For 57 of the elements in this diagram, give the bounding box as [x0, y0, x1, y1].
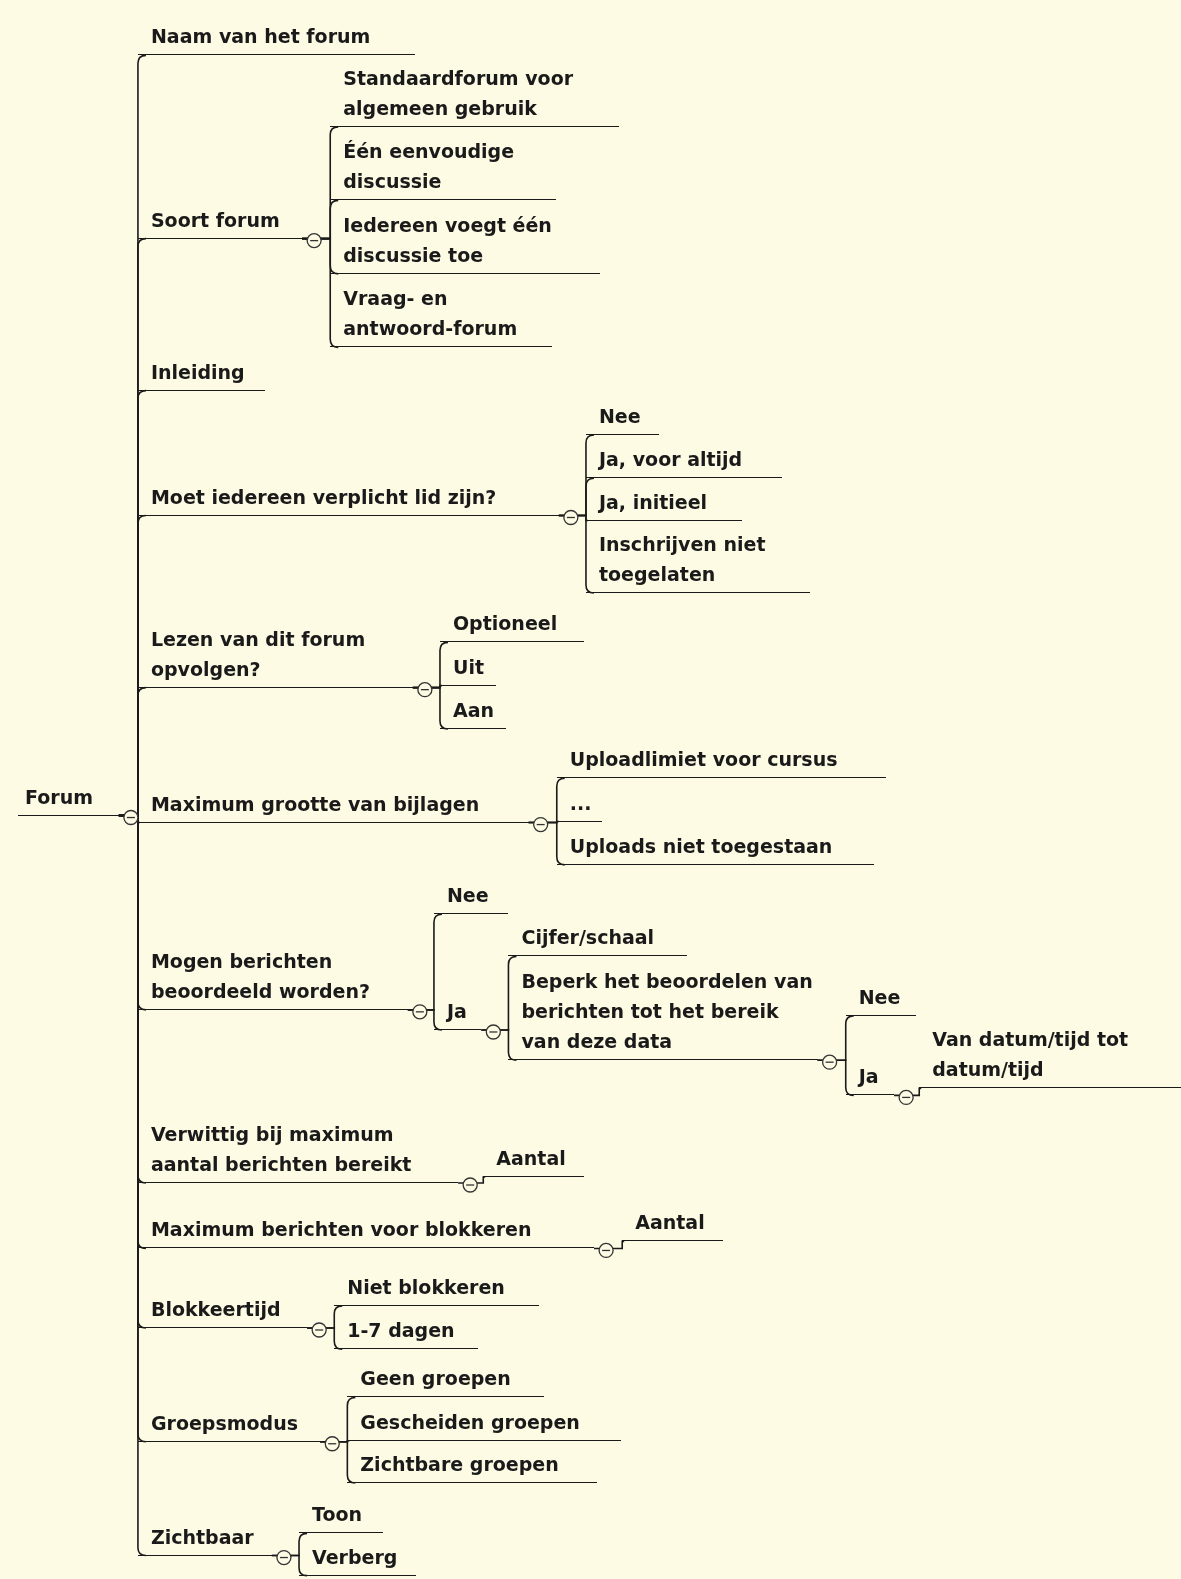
branch-line [527, 821, 566, 866]
topic-label: Gescheiden groepen [360, 1409, 581, 1435]
topic-label: Inschrijven niet toegelaten [598, 532, 767, 588]
topic-label: Verwittig bij maximum aantal berichten bereikt [150, 1122, 413, 1177]
branch-line [593, 1240, 625, 1250]
topic-label: Zichtbare groepen [360, 1452, 560, 1478]
branch-line [301, 237, 340, 349]
topic-label: Cijfer/schaal [521, 925, 656, 951]
topic-label: 1-7 dagen [347, 1318, 456, 1344]
topic-label: Niet blokkeren [347, 1274, 506, 1300]
topic-label: Groepsmodus [150, 1410, 300, 1436]
branch-line [457, 1176, 487, 1184]
topic-label: Maximum grootte van bijlagen [150, 791, 481, 817]
topic-label: Uit [452, 654, 485, 680]
branch-line [406, 1009, 443, 1031]
branch-line [306, 1327, 344, 1350]
branch-line [893, 1087, 923, 1097]
topic-label: Iedereen voegt één discussie toe [343, 212, 553, 268]
topic-label: Aantal [496, 1146, 567, 1171]
topic-label: Ja [858, 1064, 880, 1090]
branch-line [271, 1554, 308, 1577]
branch-line [816, 1059, 855, 1097]
topic-label: Van datum/tijd tot datum/tijd [932, 1027, 1130, 1083]
topic-label: Uploads niet toegestaan [569, 833, 834, 859]
topic-label: Beperk het beoordelen van berichten tot het bereik van deze data [521, 969, 814, 1055]
topic-label: Nee [446, 883, 490, 909]
topic-label: Ja, initieel [598, 489, 709, 515]
topic-label: Nee [858, 984, 902, 1010]
topic-label: Mogen berichten beoordeeld worden? [150, 948, 371, 1004]
topic-label: ... [569, 790, 593, 816]
topic-label: Vraag- en antwoord-forum [343, 286, 519, 342]
topic-label: Uploadlimiet voor cursus [569, 747, 839, 773]
topic-label: Nee [598, 403, 642, 429]
branch-line [480, 1029, 518, 1061]
topic-label: Moet iedereen verplicht lid zijn? [150, 484, 498, 510]
branch-line [118, 814, 147, 1557]
topic-label: Blokkeertijd [150, 1297, 282, 1322]
topic-label: Maximum berichten voor blokkeren [150, 1217, 533, 1243]
topic-label: Geen groepen [360, 1366, 512, 1392]
topic-label: Lezen van dit forum opvolgen? [150, 626, 367, 682]
topic-label: Standaardforum voor algemeen gebruik [343, 65, 575, 121]
topic-label: Aan [452, 697, 496, 723]
topic-label: Naam van het forum [150, 24, 372, 50]
topic-label: Ja, voor altijd [598, 447, 744, 473]
topic-label: Toon [312, 1502, 364, 1528]
topic-label: Één eenvoudige discussie [343, 139, 516, 195]
branch-line [558, 514, 595, 594]
topic-label: Verberg [312, 1544, 399, 1570]
branch-line [412, 686, 449, 730]
topic-label: Forum [25, 784, 95, 810]
topic-label: Soort forum [150, 207, 281, 233]
topic-label: Ja [446, 999, 468, 1024]
topic-label: Optioneel [452, 611, 559, 637]
topic-label: Aantal [635, 1210, 706, 1236]
branch-line [319, 1440, 357, 1484]
topic-label: Zichtbaar [150, 1524, 255, 1550]
topic-label: Inleiding [150, 359, 246, 385]
